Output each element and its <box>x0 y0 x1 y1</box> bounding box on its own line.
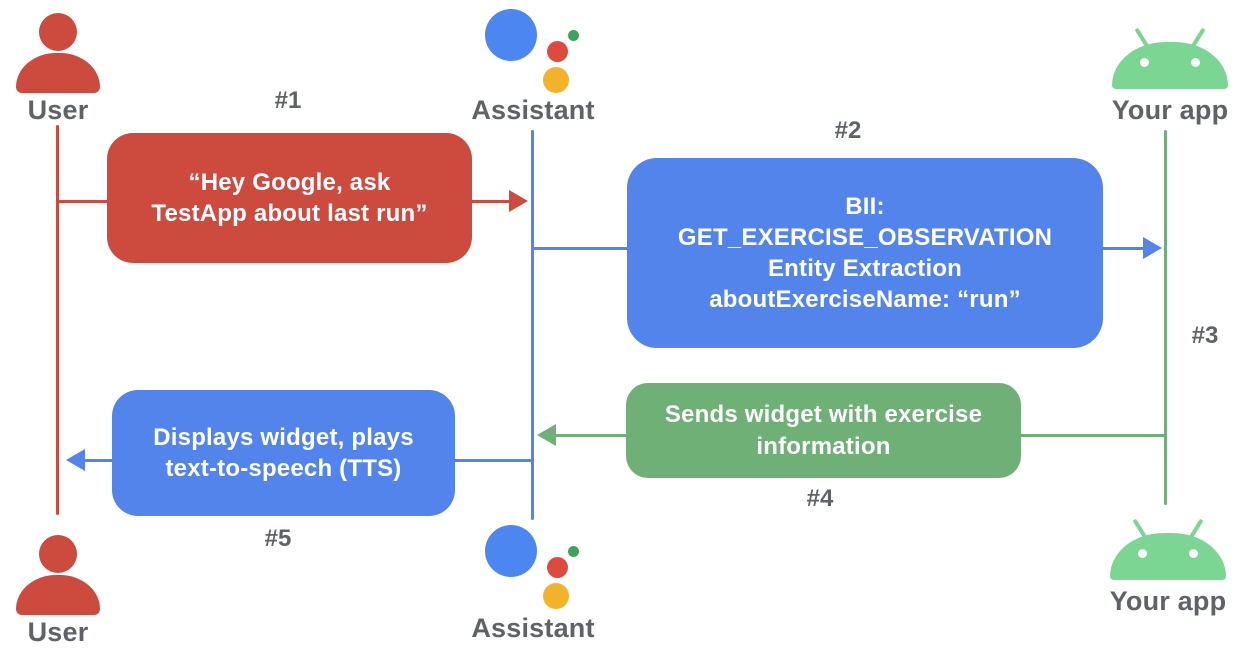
step5-line-left <box>84 459 114 462</box>
user-icon-head <box>39 13 77 51</box>
user-icon-head <box>39 535 77 573</box>
assistant-icon-red-circle <box>547 41 568 62</box>
step4-line-left <box>555 434 628 437</box>
user-label-top: User <box>27 95 89 125</box>
step2-message-box: BII: GET_EXERCISE_OBSERVATION Entity Ext… <box>627 158 1103 348</box>
step1-message: “Hey Google, ask TestApp about last run” <box>151 168 428 227</box>
step5-line-right <box>453 459 533 462</box>
assistant-icon-red-circle <box>547 557 568 578</box>
step1-line-left <box>56 200 111 203</box>
user-icon-bottom <box>16 535 100 615</box>
your-app-label-top: Your app <box>1111 95 1229 125</box>
step4-message: Sends widget with exercise information <box>664 401 983 460</box>
user-icon <box>16 13 100 93</box>
android-icon-dome <box>1112 42 1228 89</box>
step4-message-box: Sends widget with exercise information <box>626 383 1021 478</box>
your-app-label-bottom: Your app <box>1109 586 1227 616</box>
assistant-icon-green-dot <box>568 30 579 41</box>
step1-message-box: “Hey Google, ask TestApp about last run” <box>107 133 472 263</box>
step4-arrowhead <box>537 424 556 446</box>
step2-message: BII: GET_EXERCISE_OBSERVATION Entity Ext… <box>677 192 1053 314</box>
assistant-icon-blue-circle <box>485 525 537 577</box>
step5-message-box: Displays widget, plays text-to-speech (T… <box>112 390 455 516</box>
step5-label: #5 <box>264 525 292 552</box>
step1-line-right <box>468 200 512 203</box>
user-lifeline <box>56 125 59 515</box>
user-icon-torso <box>16 53 100 93</box>
android-icon-eye-left <box>1138 549 1147 558</box>
assistant-label-top: Assistant <box>471 95 595 125</box>
android-icon-eye-right <box>1189 549 1198 558</box>
user-label-bottom: User <box>27 617 89 647</box>
android-icon-dome <box>1110 533 1226 580</box>
assistant-icon-bottom <box>485 525 581 611</box>
step4-line-right <box>1019 434 1165 437</box>
user-icon-torso <box>16 575 100 615</box>
step2-arrowhead <box>1143 237 1162 259</box>
your-app-lifeline <box>1164 130 1167 505</box>
step5-arrowhead <box>66 449 85 471</box>
android-icon-bottom <box>1110 518 1226 580</box>
android-icon-eye-right <box>1191 58 1200 67</box>
assistant-label-bottom: Assistant <box>471 613 595 643</box>
android-icon <box>1112 27 1228 89</box>
step1-label: #1 <box>274 87 302 114</box>
assistant-icon <box>485 9 581 95</box>
step2-line-right <box>1101 247 1145 250</box>
assistant-icon-yellow-circle <box>543 67 569 93</box>
step2-label: #2 <box>834 117 862 144</box>
android-icon-eye-left <box>1140 58 1149 67</box>
step4-label: #4 <box>806 485 834 512</box>
assistant-lifeline <box>531 130 534 520</box>
step1-arrowhead <box>509 190 528 212</box>
assistant-icon-green-dot <box>568 546 579 557</box>
step5-message: Displays widget, plays text-to-speech (T… <box>153 423 414 482</box>
assistant-icon-yellow-circle <box>543 583 569 609</box>
assistant-icon-blue-circle <box>485 9 537 61</box>
step2-line-left <box>533 247 629 250</box>
step3-label: #3 <box>1191 322 1219 349</box>
